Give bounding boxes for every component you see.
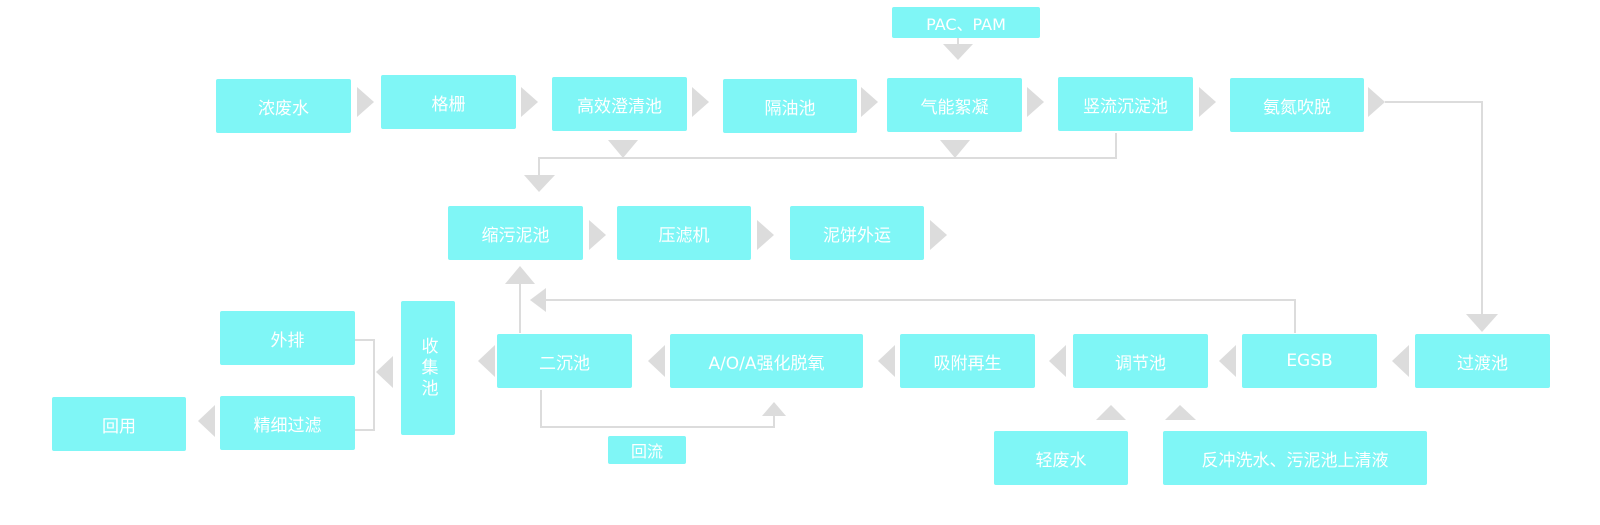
chemicals-box: PAC、PAM: [892, 7, 1040, 38]
collection-node: 收集池: [401, 301, 455, 435]
arrow-down-flotation: [940, 140, 970, 158]
reflux-line: [540, 390, 775, 428]
arrow-left-2: [1219, 345, 1236, 377]
cake-out-node: 泥饼外运: [790, 206, 924, 260]
backwash-node: 反冲洗水、污泥池上清液: [1163, 431, 1427, 485]
arrow-down-transition: [1466, 314, 1498, 332]
collection-bracket: [355, 339, 375, 431]
clarifier-node: 高效澄清池: [552, 77, 687, 131]
reuse-node: 回用: [52, 397, 186, 451]
filter-press-node: 压滤机: [617, 206, 751, 260]
sludge-thickener-node: 缩污泥池: [448, 206, 583, 260]
arrow-right-3: [692, 87, 709, 117]
arrow-right-4: [861, 87, 878, 117]
arrow-right-1: [357, 87, 374, 117]
arrow-left-3: [1049, 345, 1066, 377]
transition-node: 过渡池: [1415, 334, 1550, 388]
air-flotation-node: 气能絮凝: [887, 78, 1022, 132]
arrow-left-6: [478, 345, 495, 377]
arrow-right-sludge-3: [930, 220, 947, 250]
sedimentation-node: 竖流沉淀池: [1058, 77, 1193, 131]
arrow-right-5: [1027, 87, 1044, 117]
arrow-down-clarifier: [608, 140, 638, 158]
arrow-down-chem: [943, 44, 973, 60]
adsorption-node: 吸附再生: [900, 334, 1035, 388]
arrow-up-reflux: [762, 402, 786, 416]
arrow-up-thickener: [505, 266, 535, 284]
arrow-left-return: [530, 288, 546, 312]
discharge-node: 外排: [220, 311, 355, 365]
equalization-node: 调节池: [1073, 334, 1208, 388]
oil-separator-node: 隔油池: [723, 79, 857, 133]
arrow-down-thickener: [524, 175, 555, 192]
arrow-right-sludge-1: [589, 220, 606, 250]
cropped-top-text: …‘’”: [130, 0, 168, 4]
arrow-right-7: [1368, 87, 1385, 117]
reflux-label: 回流: [608, 436, 686, 464]
stripping-to-transition-line: [1385, 101, 1483, 316]
light-water-node: 轻废水: [994, 431, 1128, 485]
arrow-left-collection: [376, 356, 393, 388]
inflow-node: 浓废水: [216, 79, 351, 133]
arrow-right-6: [1199, 87, 1216, 117]
arrow-right-2: [521, 87, 538, 117]
secondary-clarifier-node: 二沉池: [497, 334, 632, 388]
arrow-left-1: [1392, 345, 1409, 377]
sludge-collect-line: [538, 133, 1117, 177]
egsb-return-line: [546, 299, 1296, 333]
arrow-up-light-water: [1096, 405, 1126, 420]
arrow-left-5: [648, 345, 665, 377]
arrow-left-4: [878, 345, 895, 377]
fine-filter-node: 精细过滤: [220, 396, 355, 450]
aoa-node: A/O/A强化脱氧: [670, 334, 863, 388]
arrow-up-backwash: [1165, 405, 1196, 420]
arrow-right-sludge-2: [757, 220, 774, 250]
egsb-node: EGSB: [1242, 334, 1377, 388]
grid-node: 格栅: [381, 75, 516, 129]
arrow-left-reuse: [198, 405, 215, 437]
stripping-node: 氨氮吹脱: [1230, 78, 1364, 132]
